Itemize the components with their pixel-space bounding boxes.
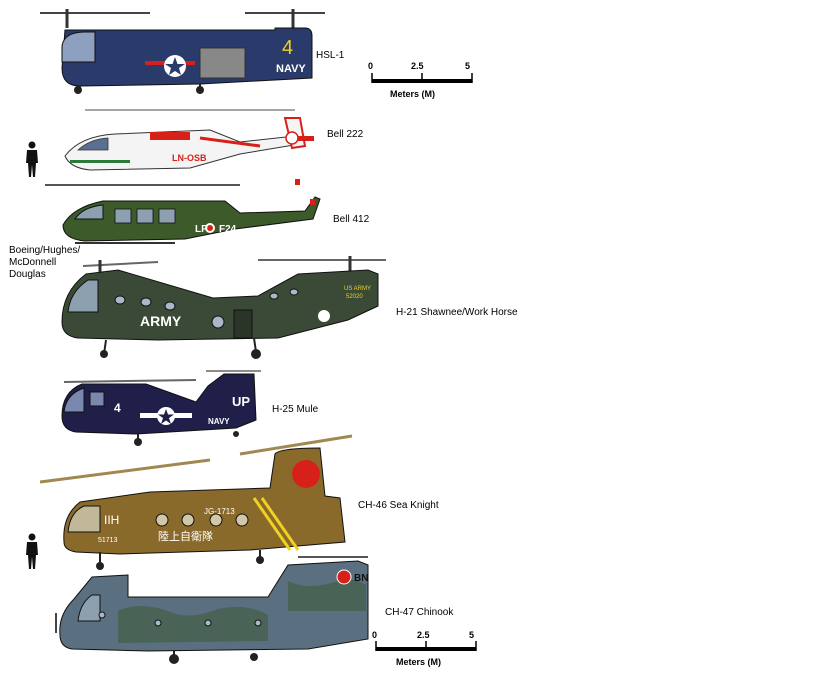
human-silhouette-bottom	[26, 533, 38, 569]
scale-top-tick-2-5: 2.5	[411, 61, 424, 71]
bell412-illustration: LP F24	[45, 179, 321, 244]
bell412-registration-prefix: LP	[195, 224, 208, 235]
label-ch47: CH-47 Chinook	[385, 607, 454, 618]
label-hsl1: HSL-1	[316, 50, 345, 61]
label-bell222: Bell 222	[327, 129, 364, 140]
hsl1-navy-text: NAVY	[276, 63, 306, 75]
bell222-illustration: LN-OSB	[64, 109, 314, 171]
hsl1-number: 4	[282, 37, 293, 59]
scale-bottom-tick-0: 0	[372, 630, 378, 640]
h21-serial-text: 52020	[346, 294, 363, 300]
bell222-registration: LN-OSB	[172, 153, 207, 163]
scale-top-tick-0: 0	[368, 61, 374, 71]
h25-navy-text: NAVY	[208, 417, 230, 426]
ch46-illustration: IIH JG-1713 51713 陸上自衛隊	[40, 434, 353, 570]
h21-army-text: ARMY	[140, 313, 182, 329]
label-ch46: CH-46 Sea Knight	[358, 500, 439, 511]
ch46-number-text: 51713	[98, 537, 118, 544]
scale-bottom-units: Meters (M)	[396, 657, 442, 667]
scale-top-units: Meters (M)	[390, 89, 436, 99]
bell412-registration-suffix: F24	[219, 224, 237, 235]
label-h25: H-25 Mule	[272, 404, 319, 415]
h21-usarmy-text: US ARMY	[344, 286, 371, 292]
scale-top-bar	[371, 73, 473, 83]
scale-bottom-tick-2-5: 2.5	[417, 630, 430, 640]
h25-number: 4	[114, 401, 121, 415]
ch46-serial-text: JG-1713	[204, 507, 235, 516]
label-manufacturer: Boeing/Hughes/ McDonnell Douglas	[9, 245, 81, 280]
h21-illustration: ARMY US ARMY 52020	[61, 256, 386, 359]
scale-bar-bottom: 0 2.5 5 Meters (M)	[372, 630, 482, 674]
scale-bar-top: 0 2.5 5 Meters (M)	[368, 61, 478, 105]
hsl1-illustration: 4 NAVY	[40, 9, 325, 94]
ch46-code-text: IIH	[104, 513, 119, 527]
ch47-illustration: BN	[55, 556, 369, 664]
label-h21: H-21 Shawnee/Work Horse	[396, 307, 518, 318]
ch47-code-text: BN	[354, 573, 368, 584]
label-bell412: Bell 412	[333, 214, 370, 225]
h25-up-text: UP	[232, 394, 250, 409]
scale-bottom-bar	[375, 641, 477, 651]
scale-bottom-tick-5: 5	[469, 630, 475, 640]
h25-illustration: 4 UP NAVY	[61, 370, 261, 446]
human-silhouette-top	[26, 141, 38, 177]
scale-top-tick-5: 5	[465, 61, 471, 71]
ch46-kanji-text: 陸上自衛隊	[158, 529, 213, 543]
